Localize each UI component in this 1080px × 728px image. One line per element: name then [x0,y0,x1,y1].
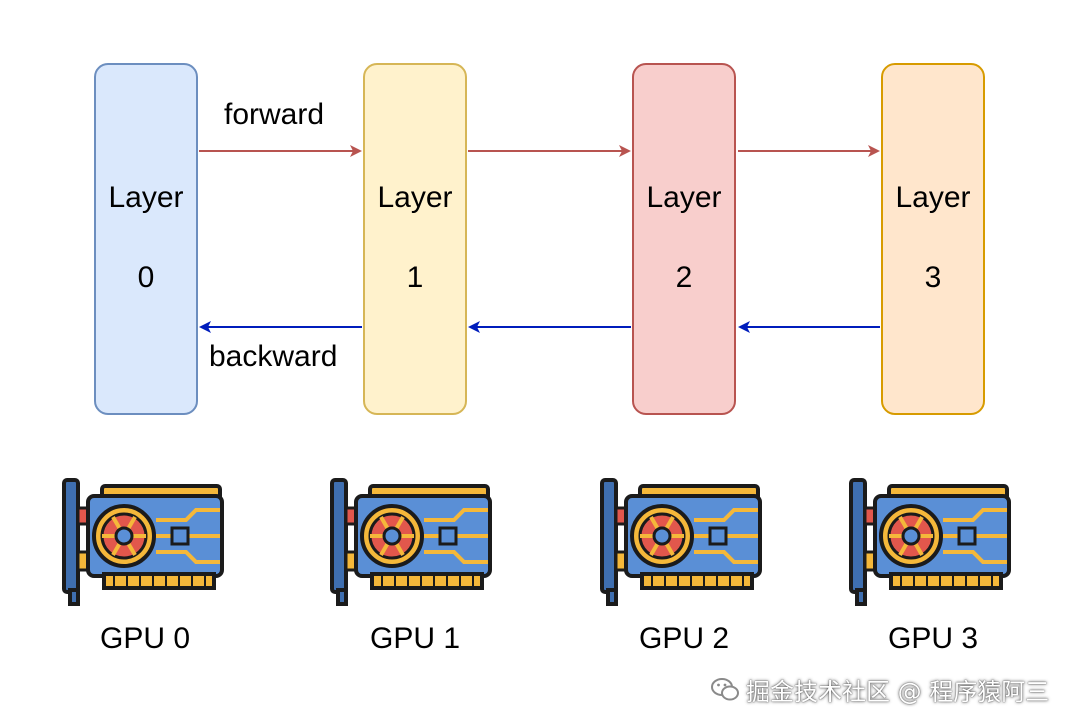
layer-title: Layer [895,181,971,214]
watermark-text: 掘金技术社区 @ 程序猿阿三 [746,678,1050,706]
gpu-card-icon [330,478,492,606]
gpu-label-2: GPU 2 [638,622,730,655]
layer-box-2: Layer 2 [632,63,736,415]
gpu-card-icon [849,478,1011,606]
layer-index: 2 [675,261,693,294]
layer-index: 0 [137,261,155,294]
wechat-icon [711,678,739,701]
layer-title: Layer [377,181,453,214]
backward-label: backward [209,340,338,373]
gpu-label-1: GPU 1 [369,622,461,655]
layer-index: 3 [924,261,942,294]
forward-label: forward [224,98,325,131]
layer-box-1: Layer 1 [363,63,467,415]
layer-title: Layer [646,181,722,214]
gpu-label-0: GPU 0 [99,622,191,655]
layer-title: Layer [108,181,184,214]
layer-box-3: Layer 3 [881,63,985,415]
gpu-card-icon [600,478,762,606]
layer-index: 1 [406,261,424,294]
layer-box-0: Layer 0 [94,63,198,415]
gpu-label-3: GPU 3 [887,622,979,655]
gpu-card-icon [62,478,224,606]
